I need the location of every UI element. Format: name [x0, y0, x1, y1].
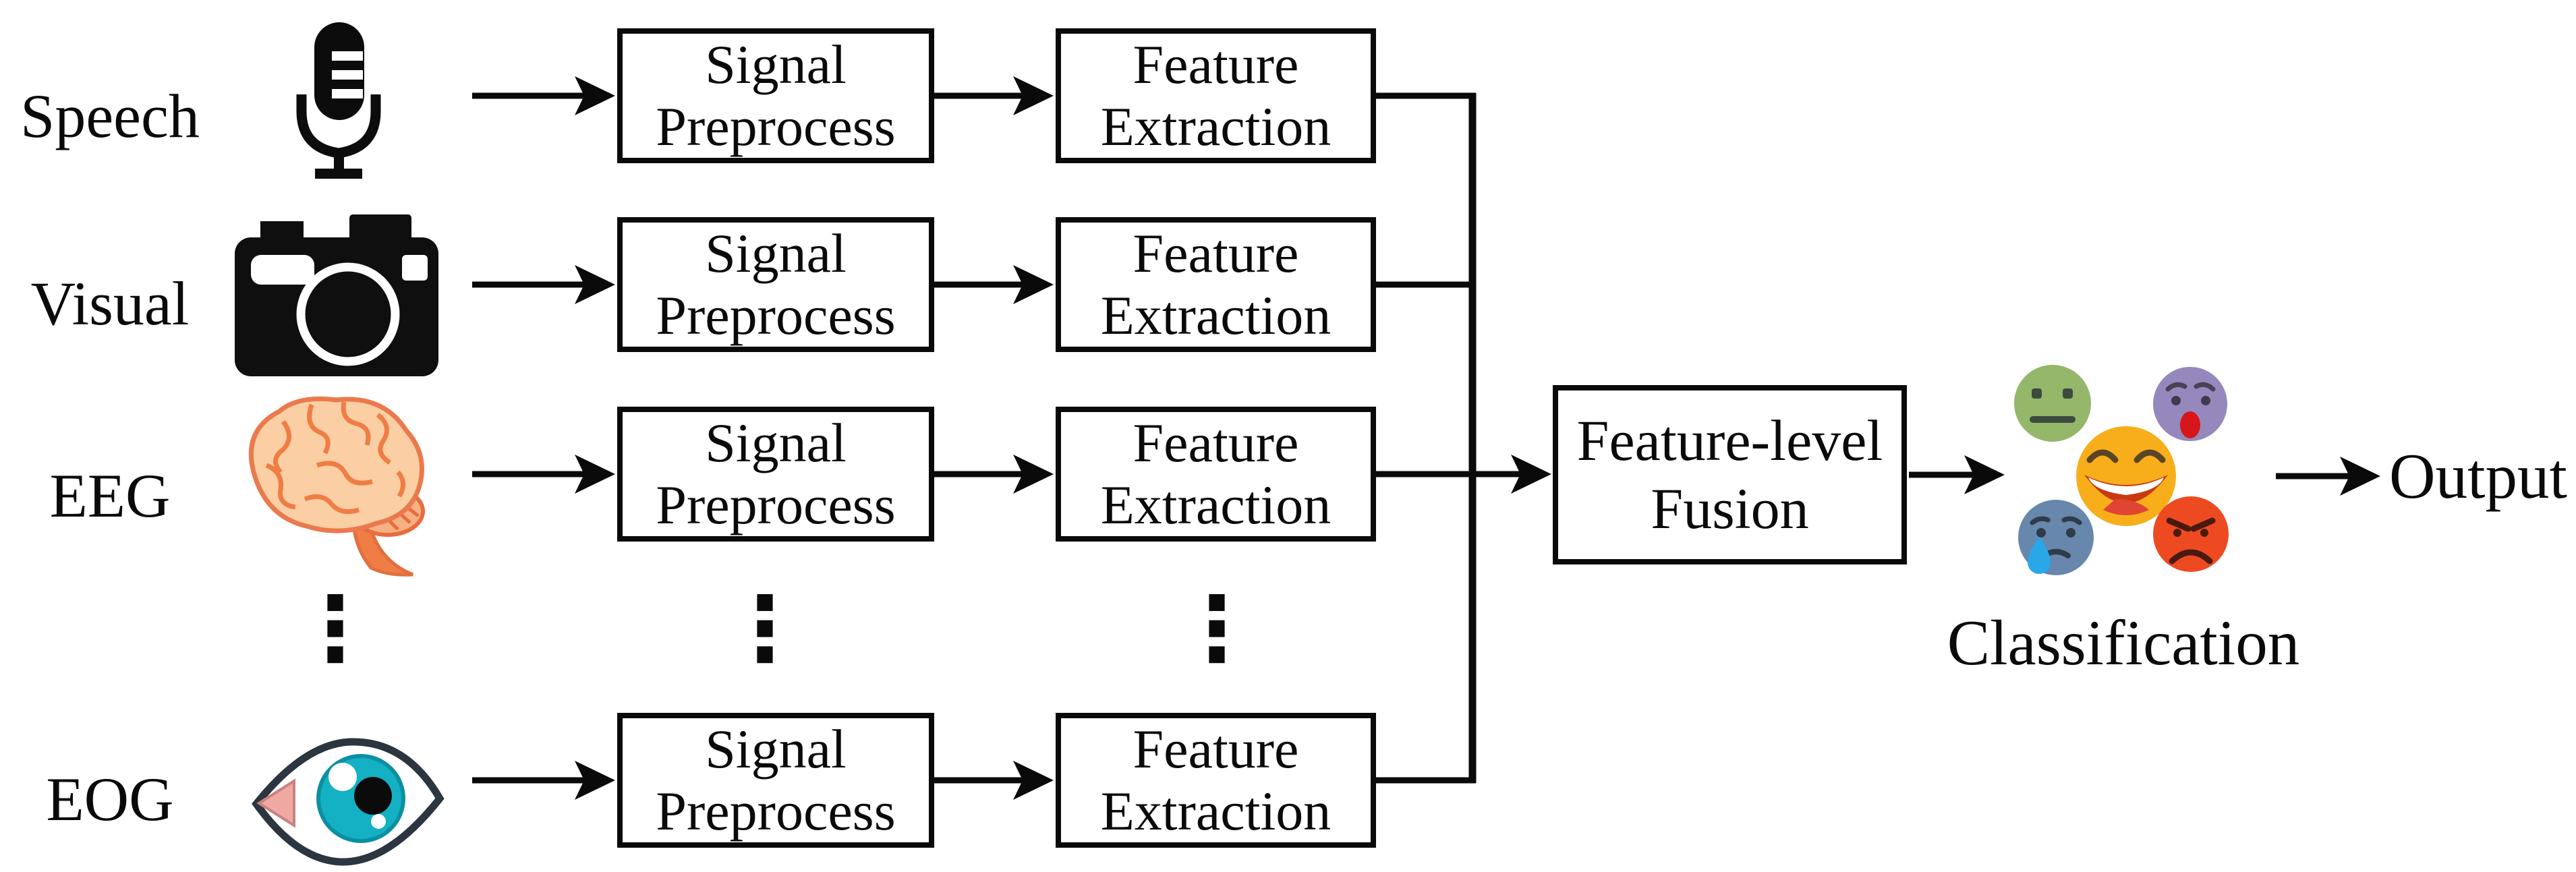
modality-label-visual: Visual [30, 269, 190, 338]
feature-extraction-box-speech: Feature Extraction [1056, 28, 1376, 163]
ellipsis-modalities: ⋮ [291, 577, 380, 681]
box-text: Extraction [1100, 96, 1332, 157]
feature-level-fusion-box: Feature-level Fusion [1553, 385, 1907, 564]
signal-preprocess-box-visual: Signal Preprocess [617, 217, 934, 352]
classification-label: Classification [1947, 607, 2300, 678]
feature-extraction-box-eog: Feature Extraction [1056, 713, 1376, 848]
ellipsis-preprocess: ⋮ [720, 577, 809, 681]
box-text: Preprocess [656, 780, 896, 842]
modality-label-speech: Speech [20, 82, 200, 150]
box-text: Extraction [1100, 474, 1332, 535]
box-text: Signal [705, 412, 847, 474]
box-text: Feature-level [1576, 407, 1883, 473]
box-text: Extraction [1100, 285, 1332, 346]
emotion-faces [2014, 365, 2229, 575]
feature-extraction-box-visual: Feature Extraction [1056, 217, 1376, 352]
modality-label-eog: EOG [46, 765, 174, 834]
box-text: Preprocess [656, 285, 896, 346]
box-text: Feature [1133, 412, 1299, 474]
box-text: Feature [1133, 718, 1299, 780]
box-text: Preprocess [656, 96, 896, 157]
signal-preprocess-box-speech: Signal Preprocess [617, 28, 934, 163]
arrow-heads [575, 76, 2380, 800]
box-text: Signal [705, 223, 847, 285]
happy-face-icon [2076, 426, 2176, 526]
signal-preprocess-box-eeg: Signal Preprocess [617, 407, 934, 542]
microphone-icon [296, 22, 381, 179]
box-text: Signal [705, 718, 847, 780]
neutral-face-icon [2014, 365, 2091, 442]
brain-icon [248, 396, 425, 577]
box-text: Feature [1133, 34, 1299, 96]
box-text: Signal [705, 34, 847, 96]
modality-label-eeg: EEG [49, 461, 171, 530]
feature-extraction-box-eeg: Feature Extraction [1056, 407, 1376, 542]
box-text: Fusion [1651, 476, 1809, 541]
connector-lines [472, 92, 2349, 784]
eye-icon [252, 738, 445, 866]
box-text: Preprocess [656, 474, 896, 535]
box-text: Extraction [1100, 780, 1332, 842]
signal-preprocess-box-eog: Signal Preprocess [617, 713, 934, 848]
sad-face-icon [2018, 500, 2094, 575]
surprised-face-icon [2153, 367, 2227, 441]
output-label: Output [2389, 440, 2567, 512]
angry-face-icon [2153, 496, 2229, 572]
ellipsis-extraction: ⋮ [1172, 577, 1261, 681]
camera-icon [235, 214, 438, 376]
box-text: Feature [1133, 223, 1299, 285]
